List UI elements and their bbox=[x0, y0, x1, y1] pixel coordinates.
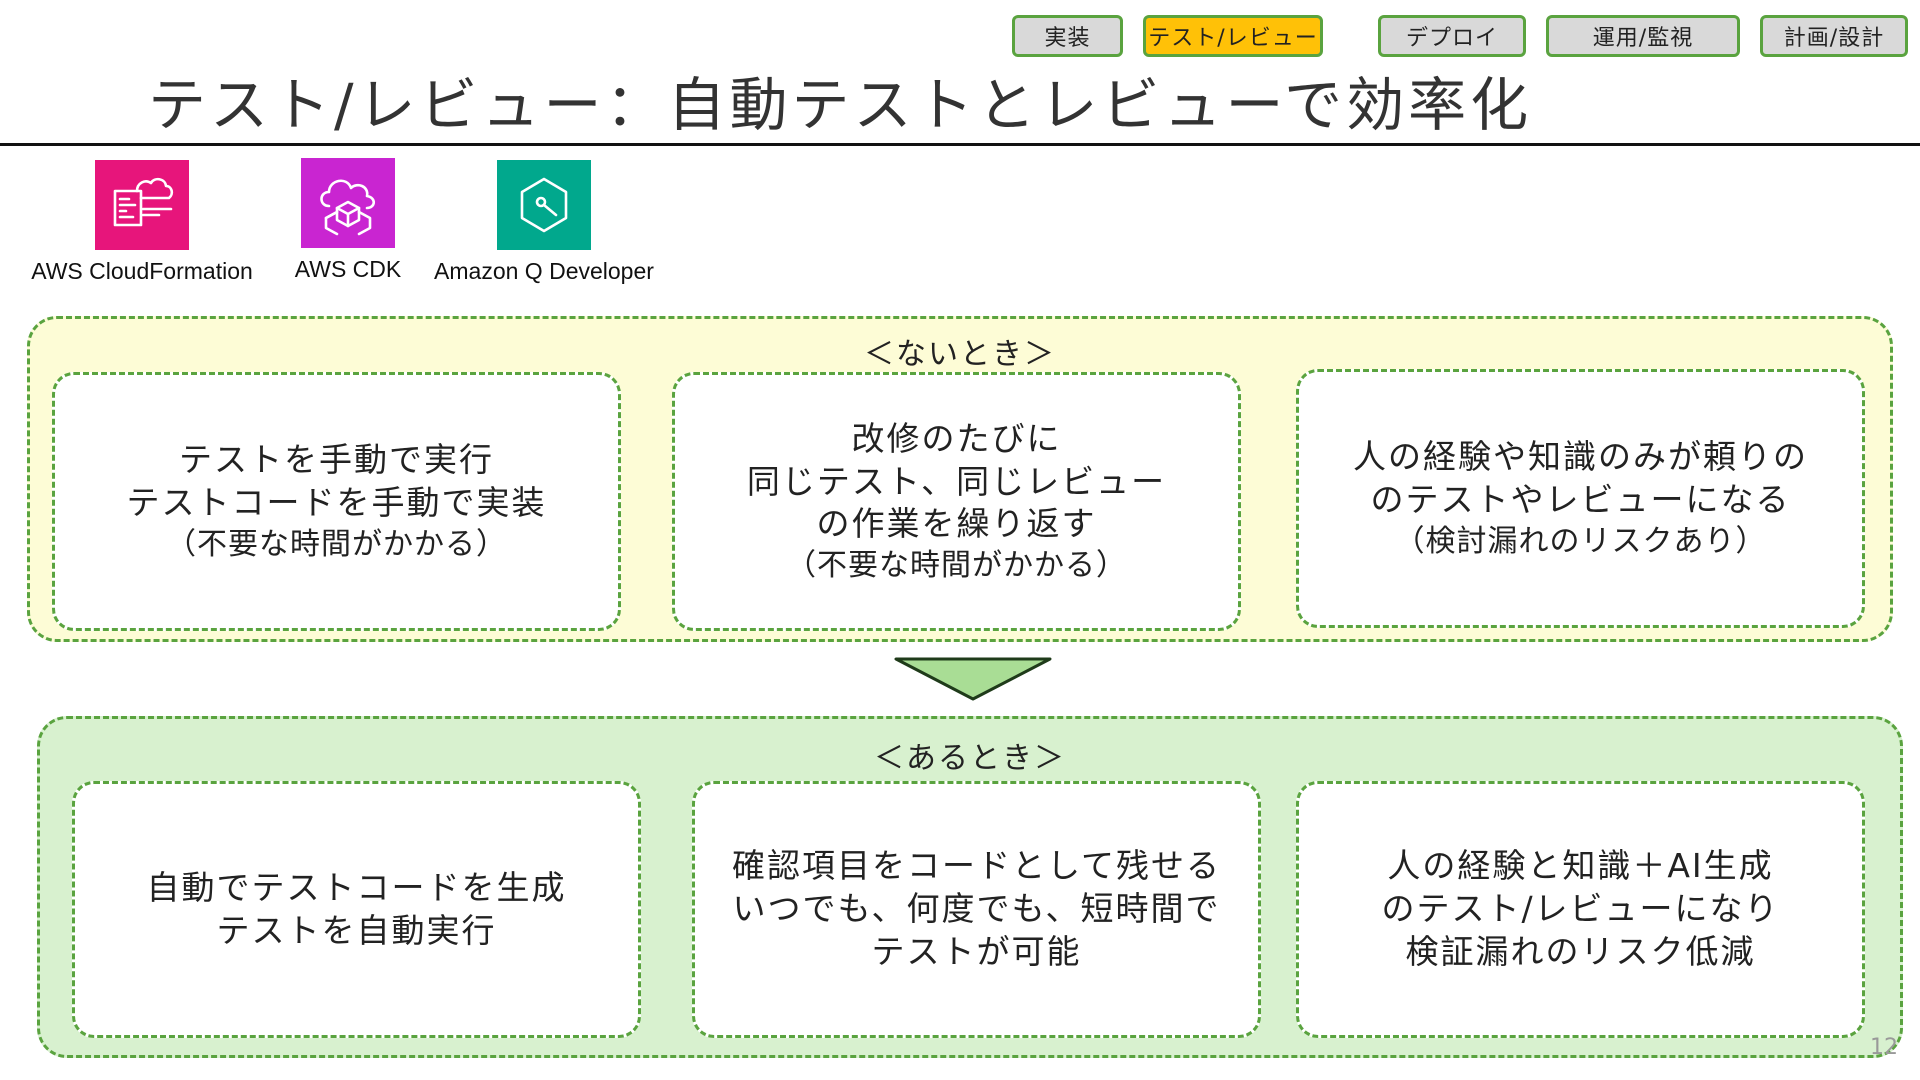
service-label: AWS CDK bbox=[294, 256, 402, 282]
service-cloudformation: AWS CloudFormation bbox=[24, 160, 260, 285]
cdk-icon bbox=[301, 158, 395, 248]
card-line: いつでも、何度でも、短時間で bbox=[732, 889, 1221, 929]
before-panel: ＜ないとき＞ テストを手動で実行 テストコードを手動で実装 （不要な時間がかかる… bbox=[27, 316, 1893, 642]
card-line: 改修のたびに bbox=[851, 418, 1062, 458]
card-line: 同じテスト、同じレビュー bbox=[746, 461, 1167, 501]
card-note: （不要な時間がかかる） bbox=[786, 548, 1127, 584]
after-heading: ＜あるとき＞ bbox=[874, 741, 1066, 776]
card-note: （不要な時間がかかる） bbox=[166, 526, 507, 562]
card-line: テストを手動で実行 bbox=[179, 440, 494, 480]
service-label: AWS CloudFormation bbox=[31, 258, 253, 284]
card-line: テストコードを手動で実装 bbox=[126, 483, 547, 522]
service-label: Amazon Q Developer bbox=[434, 258, 654, 284]
phase-tab-deploy[interactable]: デプロイ bbox=[1378, 15, 1526, 57]
card-line: の作業を繰り返す bbox=[816, 504, 1097, 544]
service-q-developer: Amazon Q Developer bbox=[428, 160, 660, 285]
service-cdk: AWS CDK bbox=[282, 158, 414, 283]
phase-tab-test-review[interactable]: テスト/レビュー bbox=[1143, 15, 1323, 57]
card-line: 確認項目をコードとして残せる bbox=[731, 846, 1221, 886]
card-line: 検証漏れのリスク低減 bbox=[1405, 931, 1756, 971]
cloudformation-icon bbox=[95, 160, 189, 250]
after-panel: ＜あるとき＞ 自動でテストコードを生成 テストを自動実行 確認項目をコードとして… bbox=[37, 716, 1903, 1058]
before-card-repeat-work: 改修のたびに 同じテスト、同じレビュー の作業を繰り返す （不要な時間がかかる） bbox=[672, 372, 1241, 631]
card-line: テストが可能 bbox=[871, 931, 1082, 971]
card-line: 人の経験と知識＋AI生成 bbox=[1387, 846, 1774, 886]
q-developer-icon bbox=[497, 160, 591, 250]
before-card-manual-test: テストを手動で実行 テストコードを手動で実装 （不要な時間がかかる） bbox=[52, 372, 621, 631]
before-card-human-only: 人の経験や知識のみが頼りの のテストやレビューになる （検討漏れのリスクあり） bbox=[1296, 369, 1865, 628]
phase-tab-planning-design[interactable]: 計画/設計 bbox=[1760, 15, 1908, 57]
card-line: 人の経験や知識のみが頼りの bbox=[1353, 437, 1808, 477]
title-divider bbox=[0, 143, 1920, 146]
card-line: テストを自動実行 bbox=[216, 910, 497, 950]
page-number: 12 bbox=[1870, 1035, 1898, 1060]
card-line: のテストやレビューになる bbox=[1370, 480, 1791, 519]
card-note: （検討漏れのリスクあり） bbox=[1394, 523, 1767, 559]
page-title: テスト/レビュー：自動テストとレビューで効率化 bbox=[148, 71, 1533, 139]
card-line: 自動でテストコードを生成 bbox=[146, 867, 567, 907]
card-line: のテスト/レビューになり bbox=[1381, 889, 1780, 929]
phase-tab-implementation[interactable]: 実装 bbox=[1012, 15, 1123, 57]
phase-tab-operation-monitoring[interactable]: 運用/監視 bbox=[1546, 15, 1740, 57]
after-card-test-as-code: 確認項目をコードとして残せる いつでも、何度でも、短時間で テストが可能 bbox=[692, 781, 1261, 1038]
down-arrow-icon bbox=[894, 657, 1052, 701]
after-card-ai-assisted: 人の経験と知識＋AI生成 のテスト/レビューになり 検証漏れのリスク低減 bbox=[1296, 781, 1865, 1038]
before-heading: ＜ないとき＞ bbox=[864, 337, 1056, 372]
after-card-auto-test: 自動でテストコードを生成 テストを自動実行 bbox=[72, 781, 641, 1038]
